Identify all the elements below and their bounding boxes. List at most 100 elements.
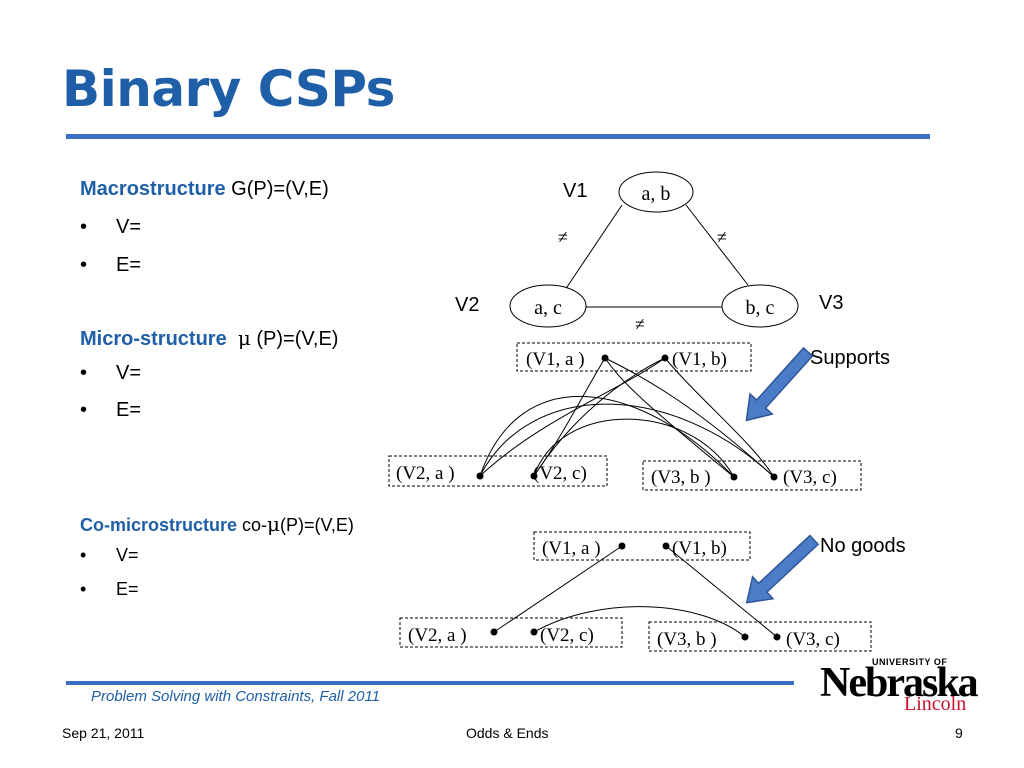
micro-v-text: V= <box>116 362 142 384</box>
macro-v-bullet: • V= <box>80 216 141 239</box>
edge-v2a-v3b <box>479 396 735 478</box>
macrostructure-label: Macrostructure <box>80 178 226 200</box>
node-v1-name: V1 <box>563 180 587 202</box>
logo-university-of: UNIVERSITY OF <box>872 657 948 667</box>
micro-v-bullet: • V= <box>80 362 141 385</box>
university-logo: UNIVERSITY OF Nebraska Lincoln <box>818 655 979 717</box>
bullet-dot: • <box>80 579 87 599</box>
microstructure-heading: Micro-structure μ (P)=(V,E) <box>80 326 338 351</box>
definitions-column: Macrostructure G(P)=(V,E) • V= • E= Micro-… <box>80 0 440 680</box>
nogoods-arrow <box>745 534 820 604</box>
node-v3-name: V3 <box>819 292 843 314</box>
supports-v1-group <box>516 342 752 372</box>
mu-symbol: μ <box>267 512 281 536</box>
micro-e-bullet: • E= <box>80 399 141 422</box>
bullet-dot: • <box>80 254 88 276</box>
co-v-bullet: •V= <box>80 545 139 566</box>
supports-v2-group <box>388 455 608 487</box>
nogoods-v3c-label: (V3, c) <box>786 629 840 650</box>
edge-v1a-v3c <box>604 357 775 478</box>
nogood-vertices <box>490 542 781 641</box>
nogoods-label: No goods <box>820 535 906 557</box>
supports-v1a-label: (V1, a ) <box>526 349 585 370</box>
logo-lincoln: Lincoln <box>904 693 967 715</box>
nogoods-v2-group <box>399 617 623 648</box>
micro-e-text: E= <box>116 399 142 421</box>
edge-v1b-v2c <box>533 357 666 477</box>
nogoods-graph: (V1, a ) (V1, b) (V2, a ) (V2, c) (V3, b… <box>399 531 906 652</box>
nogoods-v2c-label: (V2, c) <box>540 625 594 646</box>
neq-v1-v3: ≠ <box>717 227 727 247</box>
support-vertices <box>476 354 778 481</box>
vertex-v2a <box>476 472 484 480</box>
nogoods-v3-group <box>648 621 872 652</box>
bullet-dot: • <box>80 362 88 384</box>
course-name: Problem Solving with Constraints, Fall 2… <box>91 688 381 705</box>
macro-e-text: E= <box>116 254 142 276</box>
edge-v1a-v2a <box>493 545 623 633</box>
edge-v1a-v2c <box>533 357 606 477</box>
neq-v1-v2: ≠ <box>558 227 568 247</box>
co-e-bullet: • E= <box>80 579 139 600</box>
co-microstructure-formula: (P)=(V,E) <box>280 515 354 535</box>
macrostructure-formula: G(P)=(V,E) <box>225 178 329 200</box>
node-v2-domain: a, c <box>534 297 562 319</box>
macrostructure-graph: a, b a, c b, c V1 V2 V3 ≠ ≠ ≠ <box>455 171 843 334</box>
supports-v1b-label: (V1, b) <box>672 349 727 370</box>
vertex-v3b <box>730 473 738 481</box>
node-v3 <box>721 284 799 328</box>
vertex-v3c <box>770 473 778 481</box>
edge-v1b-v3c <box>665 545 778 638</box>
microstructure-formula: (P)=(V,E) <box>250 328 339 350</box>
node-v1 <box>618 171 694 213</box>
node-v3-domain: b, c <box>746 297 775 319</box>
vertex-v3c <box>773 633 781 641</box>
nogoods-v2a-label: (V2, a ) <box>408 625 467 646</box>
co-microstructure-label: Co-microstructure <box>80 515 238 535</box>
vertex-v2c <box>530 628 538 636</box>
edge-v2c-v3b <box>533 606 746 638</box>
edge-v1-v3 <box>685 204 749 286</box>
supports-v3-group <box>642 460 862 491</box>
edge-v2c-v3b <box>533 418 735 478</box>
supports-label: Supports <box>810 347 890 369</box>
bullet-dot: • <box>80 399 88 421</box>
node-v1-domain: a, b <box>642 183 671 205</box>
co-microstructure-heading: Co-microstructure co-μ(P)=(V,E) <box>80 512 354 536</box>
footer-title: Odds & Ends <box>466 725 549 741</box>
nogoods-v1a-label: (V1, a ) <box>542 538 601 559</box>
node-v2-name: V2 <box>455 294 479 316</box>
co-e-text: E= <box>116 579 139 599</box>
nogood-edges <box>493 545 778 638</box>
edge-v1-v2 <box>564 204 623 291</box>
co-v-text: V= <box>116 545 139 565</box>
edge-v1b-v3c <box>664 357 775 478</box>
vertex-v1a <box>618 542 626 550</box>
vertex-v2a <box>490 628 498 636</box>
vertex-v1b <box>661 354 669 362</box>
support-edges <box>479 357 775 478</box>
supports-graph: (V1, a ) (V1, b) (V2, a ) (V2, c) (V3, b… <box>388 342 890 491</box>
macro-e-bullet: • E= <box>80 254 141 277</box>
supports-v3b-label: (V3, b ) <box>651 467 711 488</box>
vertex-v1a <box>601 354 609 362</box>
nogoods-v1-group <box>533 531 751 561</box>
supports-v3c-label: (V3, c) <box>783 467 837 488</box>
nogoods-v1b-label: (V1, b) <box>672 538 727 559</box>
title-divider <box>66 134 930 139</box>
vertex-v3b <box>741 633 749 641</box>
macro-v-text: V= <box>116 216 142 238</box>
co-prefix: co- <box>237 515 268 535</box>
bullet-dot: • <box>80 216 88 238</box>
edge-v1b-v2a <box>479 357 666 477</box>
vertex-v2c <box>530 472 538 480</box>
neq-v2-v3: ≠ <box>635 314 645 334</box>
microstructure-label: Micro-structure <box>80 328 227 350</box>
nogoods-v3b-label: (V3, b ) <box>657 629 717 650</box>
supports-arrow <box>745 346 814 422</box>
slide-title: Binary CSPs <box>62 60 395 118</box>
footer-divider <box>66 681 794 685</box>
logo-nebraska: Nebraska <box>820 660 979 706</box>
vertex-v1b <box>662 542 670 550</box>
